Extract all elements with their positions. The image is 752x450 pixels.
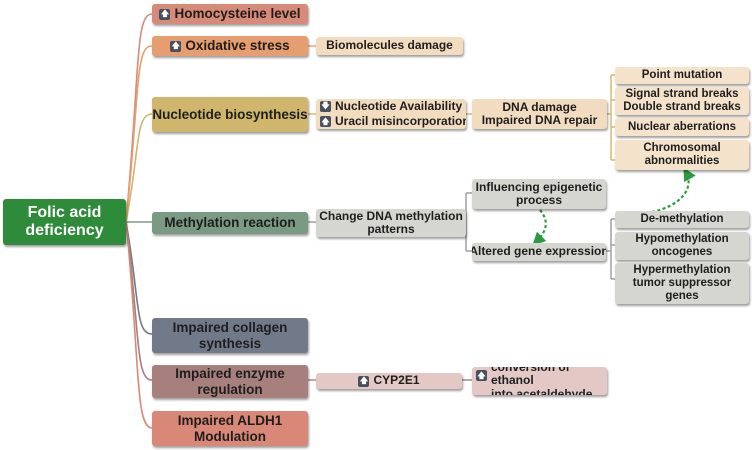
- node-nucleotide-availability: 🡇Nucleotide Availability 🡅Uracil misinco…: [316, 99, 466, 129]
- down-arrow-icon: 🡇: [320, 100, 331, 112]
- up-arrow-icon: 🡅: [170, 40, 182, 52]
- node-epigenetic-process: Influencing epigenetic process: [472, 179, 606, 209]
- link-root-enzyme: [125, 221, 153, 381]
- node-hypomethylation: Hypomethylation oncogenes: [615, 232, 749, 260]
- up-arrow-icon: 🡅: [358, 375, 370, 387]
- node-impaired-aldh1: Impaired ALDH1 Modulation: [152, 411, 308, 446]
- node-impaired-collagen: Impaired collagen synthesis: [152, 318, 308, 353]
- dashed-arrow-epigenetic-to-altered: [532, 209, 547, 246]
- node-homocysteine: 🡅Homocysteine level: [152, 4, 308, 24]
- node-impaired-enzyme: Impaired enzyme regulation: [152, 365, 308, 398]
- node-biomolecules-damage: Biomolecules damage: [316, 37, 463, 55]
- node-cyp2e1: 🡅CYP2E1: [316, 373, 462, 389]
- node-methylation-reaction: Methylation reaction: [152, 212, 308, 234]
- link-root-nucleotide: [125, 113, 153, 223]
- node-nuclear-aberrations: Nuclear aberrations: [615, 118, 749, 136]
- up-arrow-icon: 🡅: [159, 8, 171, 20]
- root-folic-acid-deficiency: Folic acid deficiency: [3, 199, 126, 245]
- node-hypermethylation: Hypermethylation tumor suppressor genes: [615, 263, 749, 304]
- node-change-dna-methylation: Change DNA methylation patterns: [316, 209, 466, 237]
- node-chromosomal-abnormalities: Chromosomal abnormalities: [615, 140, 749, 170]
- up-arrow-icon: 🡅: [320, 116, 331, 128]
- link-root-aldh: [125, 221, 153, 429]
- node-de-methylation: De-methylation: [615, 211, 749, 228]
- link-root-oxidative: [125, 45, 153, 223]
- node-oxidative-stress: 🡅Oxidative stress: [152, 36, 308, 56]
- up-arrow-icon: 🡅: [476, 370, 487, 381]
- node-ethanol-conversion: 🡅conversion of ethanol into acetaldehyde: [472, 367, 607, 395]
- node-point-mutation: Point mutation: [615, 67, 749, 84]
- node-dna-damage: DNA damage Impaired DNA repair: [472, 99, 607, 129]
- dashed-arrow-demethylation-to-chromosomal: [651, 167, 696, 214]
- link-root-collagen: [125, 221, 153, 335]
- node-strand-breaks: Signal strand breaks Double strand break…: [615, 87, 749, 115]
- node-nucleotide-biosynthesis: Nucleotide biosynthesis: [152, 97, 308, 132]
- node-altered-gene-expression: Altered gene expression: [472, 243, 606, 261]
